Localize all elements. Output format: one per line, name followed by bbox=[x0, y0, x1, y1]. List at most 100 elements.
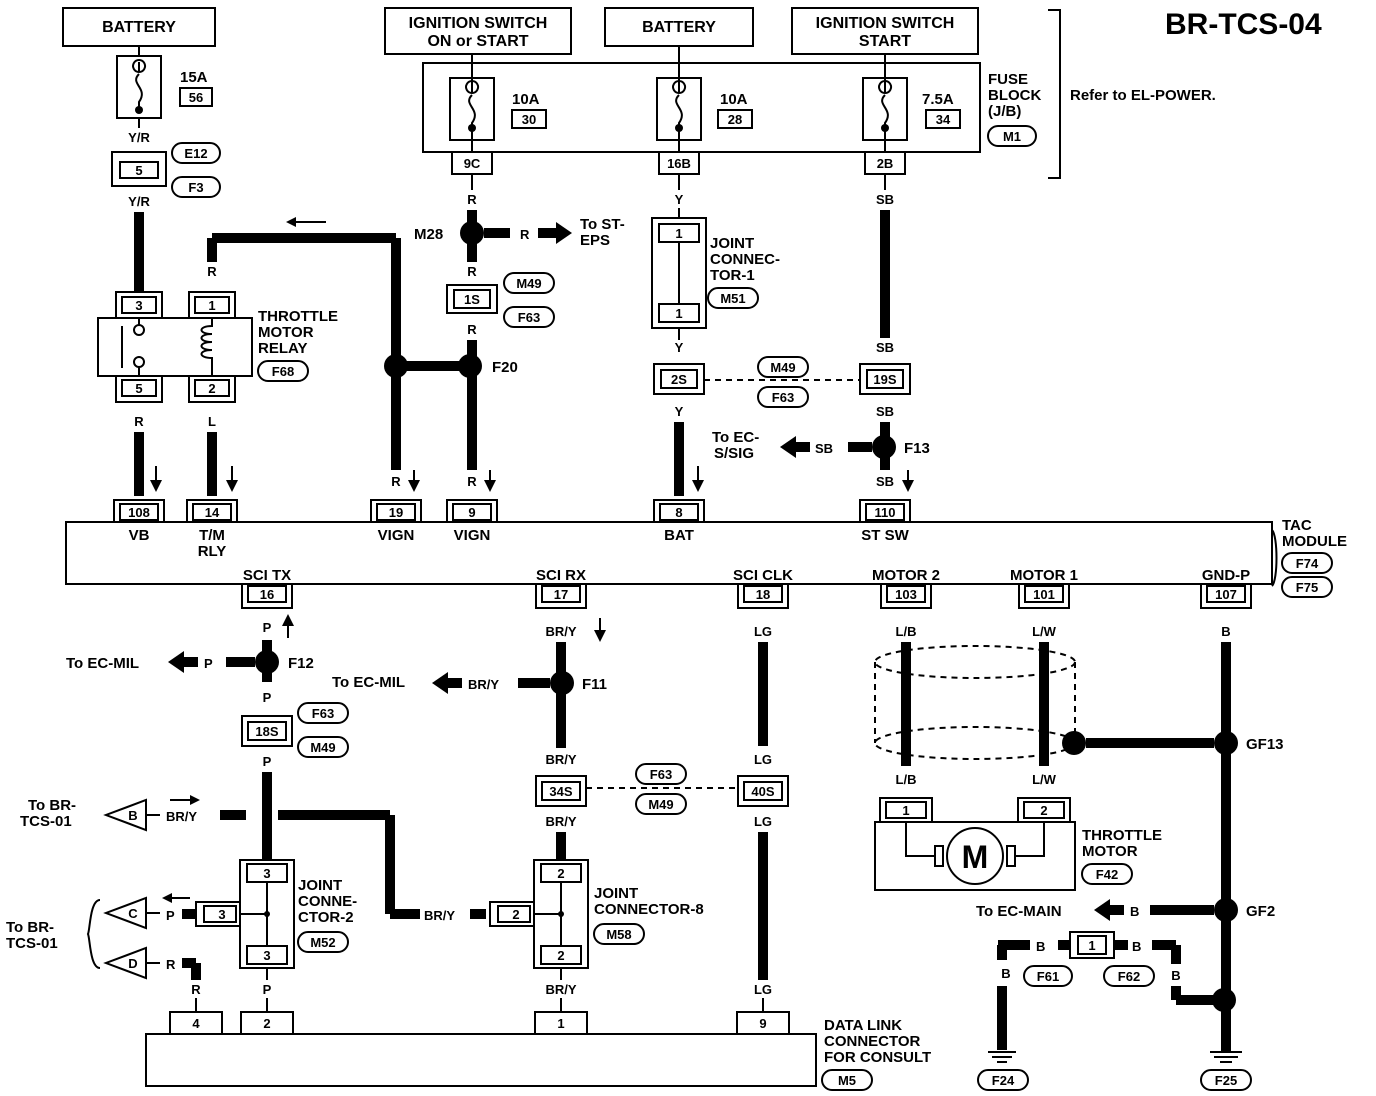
fuse-30-amps: 10A bbox=[512, 91, 540, 108]
wire-color-bry-j8: BR/Y bbox=[424, 908, 455, 923]
battery-mid-label: BATTERY bbox=[642, 19, 716, 36]
wire-color-r-d: R bbox=[166, 957, 176, 972]
throttle-motor bbox=[874, 821, 1076, 891]
wire-color-p-3: P bbox=[263, 754, 272, 769]
pin-2b: 2B bbox=[877, 156, 894, 171]
motor-symbol-label: M bbox=[962, 839, 989, 875]
arrow-c bbox=[103, 896, 147, 930]
pin-14: 14 bbox=[205, 505, 220, 520]
splice-f11-label: F11 bbox=[582, 676, 607, 693]
pin-101: 101 bbox=[1033, 587, 1055, 602]
to-br2-1: To BR- bbox=[6, 919, 54, 936]
pin-9c: 9C bbox=[464, 156, 481, 171]
splice-f11 bbox=[550, 671, 574, 695]
dlc-label-2: CONNECTOR bbox=[824, 1033, 921, 1050]
connector-e12: E12 bbox=[184, 146, 207, 161]
pin-2s: 2S bbox=[671, 372, 687, 387]
connector-f63-b: F63 bbox=[772, 390, 794, 405]
wire-color-b-f61-2: B bbox=[1001, 966, 1010, 981]
pin-18: 18 bbox=[756, 587, 770, 602]
fuse-28-amps: 10A bbox=[720, 91, 748, 108]
splice-gf13-label: GF13 bbox=[1246, 736, 1284, 753]
wire-color-r-vb: R bbox=[134, 414, 144, 429]
to-ecmain: To EC-MAIN bbox=[976, 903, 1062, 920]
wire-color-lw-1: L/W bbox=[1032, 624, 1057, 639]
tac-label-1: TAC bbox=[1282, 517, 1312, 534]
connector-m49-c: M49 bbox=[310, 740, 335, 755]
splice-m28-label: M28 bbox=[414, 226, 443, 243]
ign-on-start-box bbox=[384, 7, 572, 55]
fuse-block bbox=[422, 62, 981, 153]
splice-f12-label: F12 bbox=[288, 655, 314, 672]
pin-107: 107 bbox=[1215, 587, 1237, 602]
data-link-connector bbox=[145, 1033, 817, 1087]
to-br2-2: TCS-01 bbox=[6, 935, 58, 952]
term-stsw: ST SW bbox=[861, 527, 909, 544]
wire-color-bry-2: BR/Y bbox=[545, 752, 576, 767]
to-ecs-2: S/SIG bbox=[714, 445, 754, 462]
tmotor-label-2: MOTOR bbox=[1082, 843, 1138, 860]
tmotor-label-1: THROTTLE bbox=[1082, 827, 1162, 844]
joint2-pin-3c: 3 bbox=[263, 948, 270, 963]
wire-color-b-f61: B bbox=[1036, 939, 1045, 954]
ign-on-start-label-2: ON or START bbox=[427, 33, 528, 50]
wire-color-p-c: P bbox=[166, 908, 175, 923]
connector-f62: F62 bbox=[1118, 969, 1140, 984]
term-motor1: MOTOR 1 bbox=[1010, 567, 1078, 584]
joint2-pin-3a: 3 bbox=[263, 866, 270, 881]
term-bat: BAT bbox=[664, 527, 694, 544]
wire-color-sb-2: SB bbox=[876, 340, 894, 355]
to-st-eps-1: To ST- bbox=[580, 216, 625, 233]
pin-1s: 1S bbox=[464, 292, 480, 307]
connector-m52: M52 bbox=[310, 935, 335, 950]
connector-f3: F3 bbox=[188, 180, 203, 195]
pin-9: 9 bbox=[468, 505, 475, 520]
throttle-motor-relay bbox=[97, 317, 253, 377]
tm-pin-2: 2 bbox=[1040, 803, 1047, 818]
splice-f13 bbox=[872, 435, 896, 459]
arrow-d bbox=[103, 946, 147, 980]
connector-f74: F74 bbox=[1296, 556, 1319, 571]
gnd-pin-1: 1 bbox=[1088, 938, 1095, 953]
wire-color-y-3: Y bbox=[675, 404, 684, 419]
connector-f61: F61 bbox=[1037, 969, 1059, 984]
term-tm-2: RLY bbox=[198, 543, 227, 560]
joint2-label-2: CONNE- bbox=[298, 893, 357, 910]
term-gndp: GND-P bbox=[1202, 567, 1250, 584]
connector-f25: F25 bbox=[1215, 1073, 1237, 1088]
wire-color-r-2: R bbox=[467, 264, 477, 279]
dlc-label-1: DATA LINK bbox=[824, 1017, 902, 1034]
term-scitx: SCI TX bbox=[243, 567, 291, 584]
joint1-label-2: CONNEC- bbox=[710, 251, 780, 268]
splice-f13-label: F13 bbox=[904, 440, 930, 457]
connector-m58: M58 bbox=[606, 927, 631, 942]
pin-17: 17 bbox=[554, 587, 568, 602]
ign-start-label-2: START bbox=[859, 33, 911, 50]
wire-color-r-eps: R bbox=[520, 227, 530, 242]
arrow-c-label: C bbox=[128, 906, 138, 921]
joint8-pin-2b: 2 bbox=[512, 907, 519, 922]
connector-m5: M5 bbox=[838, 1073, 856, 1088]
wire-color-bry-1: BR/Y bbox=[545, 624, 576, 639]
wire-color-lw-2: L/W bbox=[1032, 772, 1057, 787]
wire-color-b-f62-2: B bbox=[1171, 968, 1180, 983]
joint8-label-2: CONNECTOR-8 bbox=[594, 901, 704, 918]
wire-color-b-1: B bbox=[1221, 624, 1230, 639]
wire-color-p-mil: P bbox=[204, 656, 213, 671]
to-br1-2: TCS-01 bbox=[20, 813, 72, 830]
wire-color-lg-4: LG bbox=[754, 982, 772, 997]
tac-label-2: MODULE bbox=[1282, 533, 1347, 550]
joint1-label-1: JOINT bbox=[710, 235, 754, 252]
relay-label-2: MOTOR bbox=[258, 324, 314, 341]
connector-f42: F42 bbox=[1096, 867, 1118, 882]
wire-color-l: L bbox=[208, 414, 216, 429]
wire-color-sb-3: SB bbox=[876, 404, 894, 419]
arrow-b bbox=[103, 798, 147, 832]
pin-103: 103 bbox=[895, 587, 917, 602]
term-scirx: SCI RX bbox=[536, 567, 586, 584]
wire-color-sb-4: SB bbox=[876, 474, 894, 489]
motor-symbol bbox=[946, 827, 1004, 885]
wire-color-lg-2: LG bbox=[754, 752, 772, 767]
wire-color-b-f62: B bbox=[1132, 939, 1141, 954]
joint2-pin-3b: 3 bbox=[218, 907, 225, 922]
